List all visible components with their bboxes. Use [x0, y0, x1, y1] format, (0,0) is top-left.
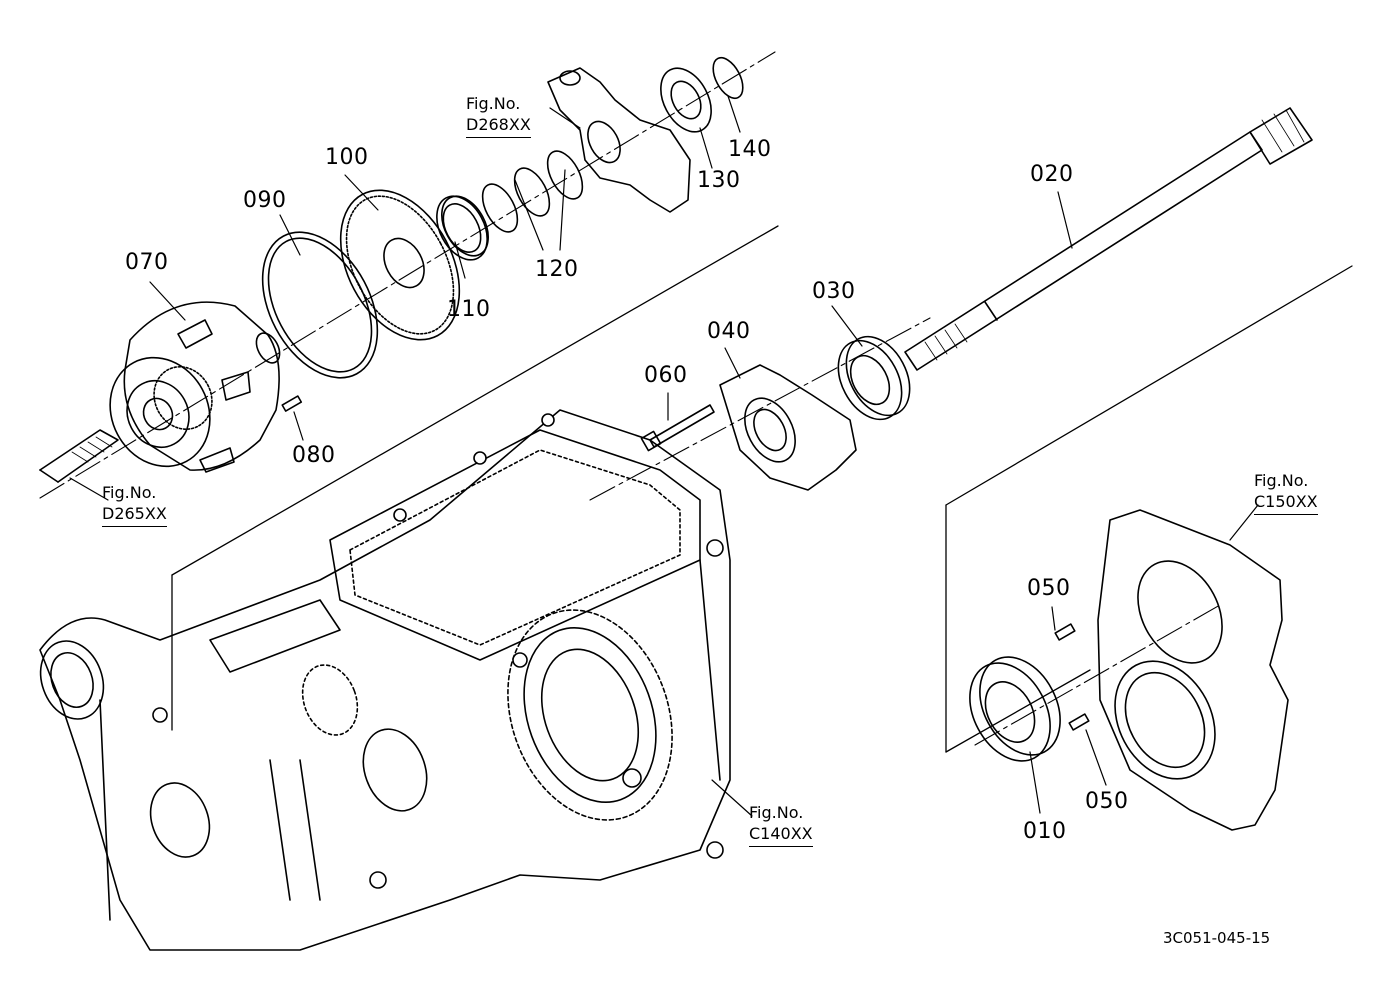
- part-label-050-lower[interactable]: 050: [1085, 789, 1129, 814]
- rear-cover: [1097, 509, 1289, 831]
- rings-120: [481, 150, 584, 233]
- part-label-130[interactable]: 130: [697, 168, 741, 193]
- bolt-060: [640, 404, 715, 452]
- part-label-090[interactable]: 090: [243, 188, 287, 213]
- clutch-housing-070: [109, 301, 303, 473]
- frame-lines: [171, 225, 1353, 753]
- axis-lines: [39, 51, 1221, 746]
- part-label-040[interactable]: 040: [707, 319, 751, 344]
- part-label-030[interactable]: 030: [812, 279, 856, 304]
- holder-040: [719, 364, 857, 491]
- part-label-010[interactable]: 010: [1023, 819, 1067, 844]
- main-housing: [39, 409, 731, 951]
- bearing-130: [660, 67, 712, 133]
- seal-110: [436, 195, 489, 261]
- document-number: 3C051-045-15: [1163, 929, 1271, 947]
- fig-ref-prefix: Fig.No.: [1254, 471, 1309, 490]
- fig-ref-code: C140XX: [749, 824, 813, 847]
- pins-050: [1054, 623, 1090, 731]
- fig-ref-prefix: Fig.No.: [749, 803, 804, 822]
- fig-ref-code: D268XX: [466, 115, 531, 138]
- input-shaft: [39, 429, 119, 483]
- part-label-140[interactable]: 140: [728, 137, 772, 162]
- bearing-030: [837, 335, 911, 421]
- fig-ref-prefix: Fig.No.: [466, 94, 521, 113]
- part-label-110[interactable]: 110: [447, 297, 491, 322]
- fig-ref-d265[interactable]: Fig.No. D265XX: [102, 483, 167, 527]
- leader-lines: [69, 95, 1259, 817]
- fig-ref-d268[interactable]: Fig.No. D268XX: [466, 94, 531, 138]
- part-label-020[interactable]: 020: [1030, 162, 1074, 187]
- fig-ref-code: C150XX: [1254, 492, 1318, 515]
- fig-ref-c140[interactable]: Fig.No. C140XX: [749, 803, 813, 847]
- plate-090: [261, 231, 379, 379]
- fig-ref-prefix: Fig.No.: [102, 483, 157, 502]
- shaft-020: [904, 107, 1313, 371]
- bearing-010: [969, 656, 1061, 762]
- lever-bracket: [547, 67, 691, 213]
- friction-disc-100: [339, 189, 461, 341]
- part-label-070[interactable]: 070: [125, 250, 169, 275]
- part-label-120[interactable]: 120: [535, 257, 579, 282]
- fig-ref-code: D265XX: [102, 504, 167, 527]
- part-label-080[interactable]: 080: [292, 443, 336, 468]
- fig-ref-c150[interactable]: Fig.No. C150XX: [1254, 471, 1318, 515]
- ring-140: [712, 56, 744, 100]
- part-label-100[interactable]: 100: [325, 145, 369, 170]
- part-label-060[interactable]: 060: [644, 363, 688, 388]
- part-label-050-upper[interactable]: 050: [1027, 576, 1071, 601]
